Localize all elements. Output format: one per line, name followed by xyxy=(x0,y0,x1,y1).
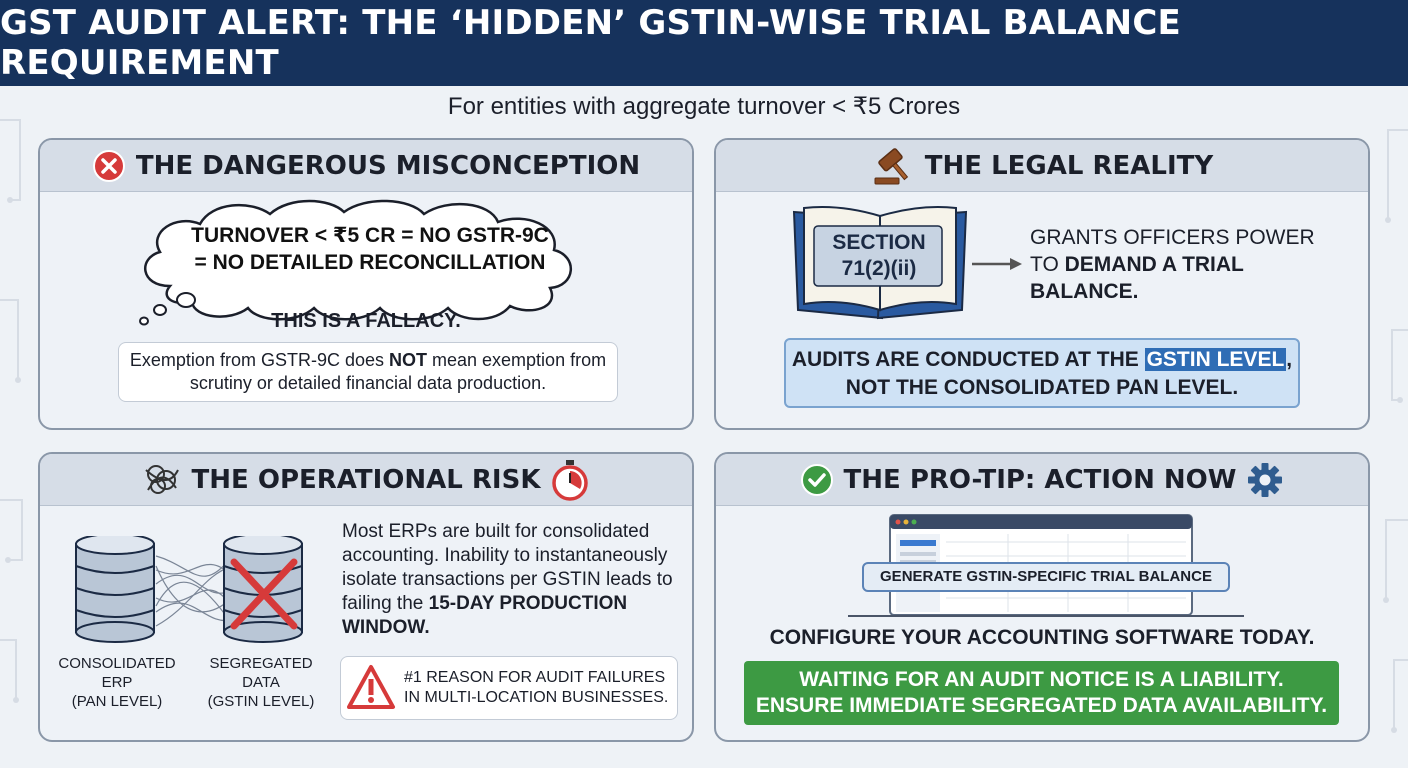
operational-header: THE OPERATIONAL RISK xyxy=(40,454,692,506)
stopwatch-icon xyxy=(552,459,589,501)
protip-header: THE PRO-TIP: ACTION NOW xyxy=(716,454,1368,506)
risk-text: Most ERPs are built for consolidated acc… xyxy=(342,520,682,640)
cloud-line-1: TURNOVER < ₹5 CR = NO GSTR-9C xyxy=(191,224,549,247)
exemption-note: Exemption from GSTR-9C does NOT mean exe… xyxy=(118,342,618,402)
db2-line-1: SEGREGATED xyxy=(209,655,313,672)
green-line-2: ENSURE IMMEDIATE SEGREGATED DATA AVAILAB… xyxy=(755,694,1328,717)
db1-line-3: (PAN LEVEL) xyxy=(71,693,163,710)
x-circle-icon xyxy=(92,149,125,182)
db2-line-2: DATA xyxy=(242,674,280,691)
note-bold: NOT xyxy=(389,350,427,370)
gear-icon xyxy=(1248,462,1283,497)
audit-part-2: , xyxy=(1286,348,1293,371)
legal-title: THE LEGAL REALITY xyxy=(924,150,1214,181)
misconception-title: THE DANGEROUS MISCONCEPTION xyxy=(135,150,641,181)
protip-title: THE PRO-TIP: ACTION NOW xyxy=(843,464,1237,495)
audit-level-box: AUDITS ARE CONDUCTED AT THE GSTIN LEVEL,… xyxy=(784,338,1300,408)
section-line-2: 71(2)(ii) xyxy=(841,257,917,280)
book-icon xyxy=(792,206,968,320)
arrow-right-icon xyxy=(972,258,1022,270)
warning-text: #1 REASON FOR AUDIT FAILURES IN MULTI-LO… xyxy=(404,668,684,708)
header-banner: GST AUDIT ALERT: THE ‘HIDDEN’ GSTIN-WISE… xyxy=(0,0,1408,86)
section-label: SECTION 71(2)(ii) xyxy=(816,230,942,282)
db-label-consolidated: CONSOLIDATED ERP (PAN LEVEL) xyxy=(52,654,182,711)
subtitle: For entities with aggregate turnover < ₹… xyxy=(447,93,961,120)
cloud-line-2: = NO DETAILED RECONCILLATION xyxy=(194,251,546,274)
database-icon xyxy=(75,536,303,643)
misconception-header: THE DANGEROUS MISCONCEPTION xyxy=(40,140,692,192)
warning-box xyxy=(340,656,678,720)
audit-line-2: NOT THE CONSOLIDATED PAN LEVEL. xyxy=(845,376,1239,399)
thought-cloud xyxy=(139,199,573,326)
page-title: GST AUDIT ALERT: THE ‘HIDDEN’ GSTIN-WISE… xyxy=(0,3,1181,83)
audit-highlight: GSTIN LEVEL xyxy=(1144,348,1287,371)
operational-title: THE OPERATIONAL RISK xyxy=(191,464,541,495)
cloud-text: TURNOVER < ₹5 CR = NO GSTR-9C = NO DETAI… xyxy=(150,222,590,276)
grants-text: GRANTS OFFICERS POWER TO DEMAND A TRIAL … xyxy=(1030,224,1330,305)
db2-line-3: (GSTIN LEVEL) xyxy=(207,693,315,710)
risk-bold: 15-DAY PRODUCTION WINDOW. xyxy=(342,593,628,638)
warning-line-2: IN MULTI-LOCATION BUSINESSES. xyxy=(404,689,669,706)
grants-bold: DEMAND A TRIAL BALANCE. xyxy=(1030,253,1244,303)
grants-part-1: GRANTS OFFICERS POWER TO xyxy=(1030,226,1315,276)
warning-icon xyxy=(347,665,395,709)
warning-line-1: #1 REASON FOR AUDIT FAILURES xyxy=(404,669,666,686)
note-part-1: Exemption from GSTR-9C does xyxy=(129,350,389,370)
legal-header: THE LEGAL REALITY xyxy=(716,140,1368,192)
note-part-2: mean exemption from scrutiny or detailed… xyxy=(189,350,607,393)
db1-line-1: CONSOLIDATED xyxy=(58,655,176,672)
check-circle-icon xyxy=(800,463,833,496)
gavel-icon xyxy=(874,147,908,184)
configure-text: CONFIGURE YOUR ACCOUNTING SOFTWARE TODAY… xyxy=(769,626,1315,649)
tangle-icon xyxy=(144,464,179,494)
audit-part-1: AUDITS ARE CONDUCTED AT THE xyxy=(791,348,1145,371)
liability-callout: WAITING FOR AN AUDIT NOTICE IS A LIABILI… xyxy=(744,661,1339,725)
generate-trial-balance-button[interactable]: GENERATE GSTIN-SPECIFIC TRIAL BALANCE xyxy=(862,562,1230,592)
fallacy-text: THIS IS A FALLACY. xyxy=(271,310,461,332)
section-line-1: SECTION xyxy=(832,231,926,254)
db1-line-2: ERP xyxy=(101,674,133,691)
green-line-1: WAITING FOR AN AUDIT NOTICE IS A LIABILI… xyxy=(799,668,1284,691)
risk-part-1: Most ERPs are built for consolidated acc… xyxy=(342,521,673,614)
db-label-segregated: SEGREGATED DATA (GSTIN LEVEL) xyxy=(196,654,326,711)
